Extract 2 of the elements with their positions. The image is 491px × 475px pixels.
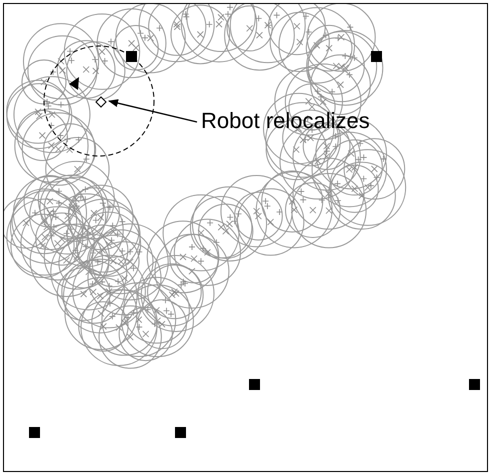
leader-arrow	[108, 99, 198, 123]
annotation-label: Robot relocalizes	[201, 110, 370, 132]
